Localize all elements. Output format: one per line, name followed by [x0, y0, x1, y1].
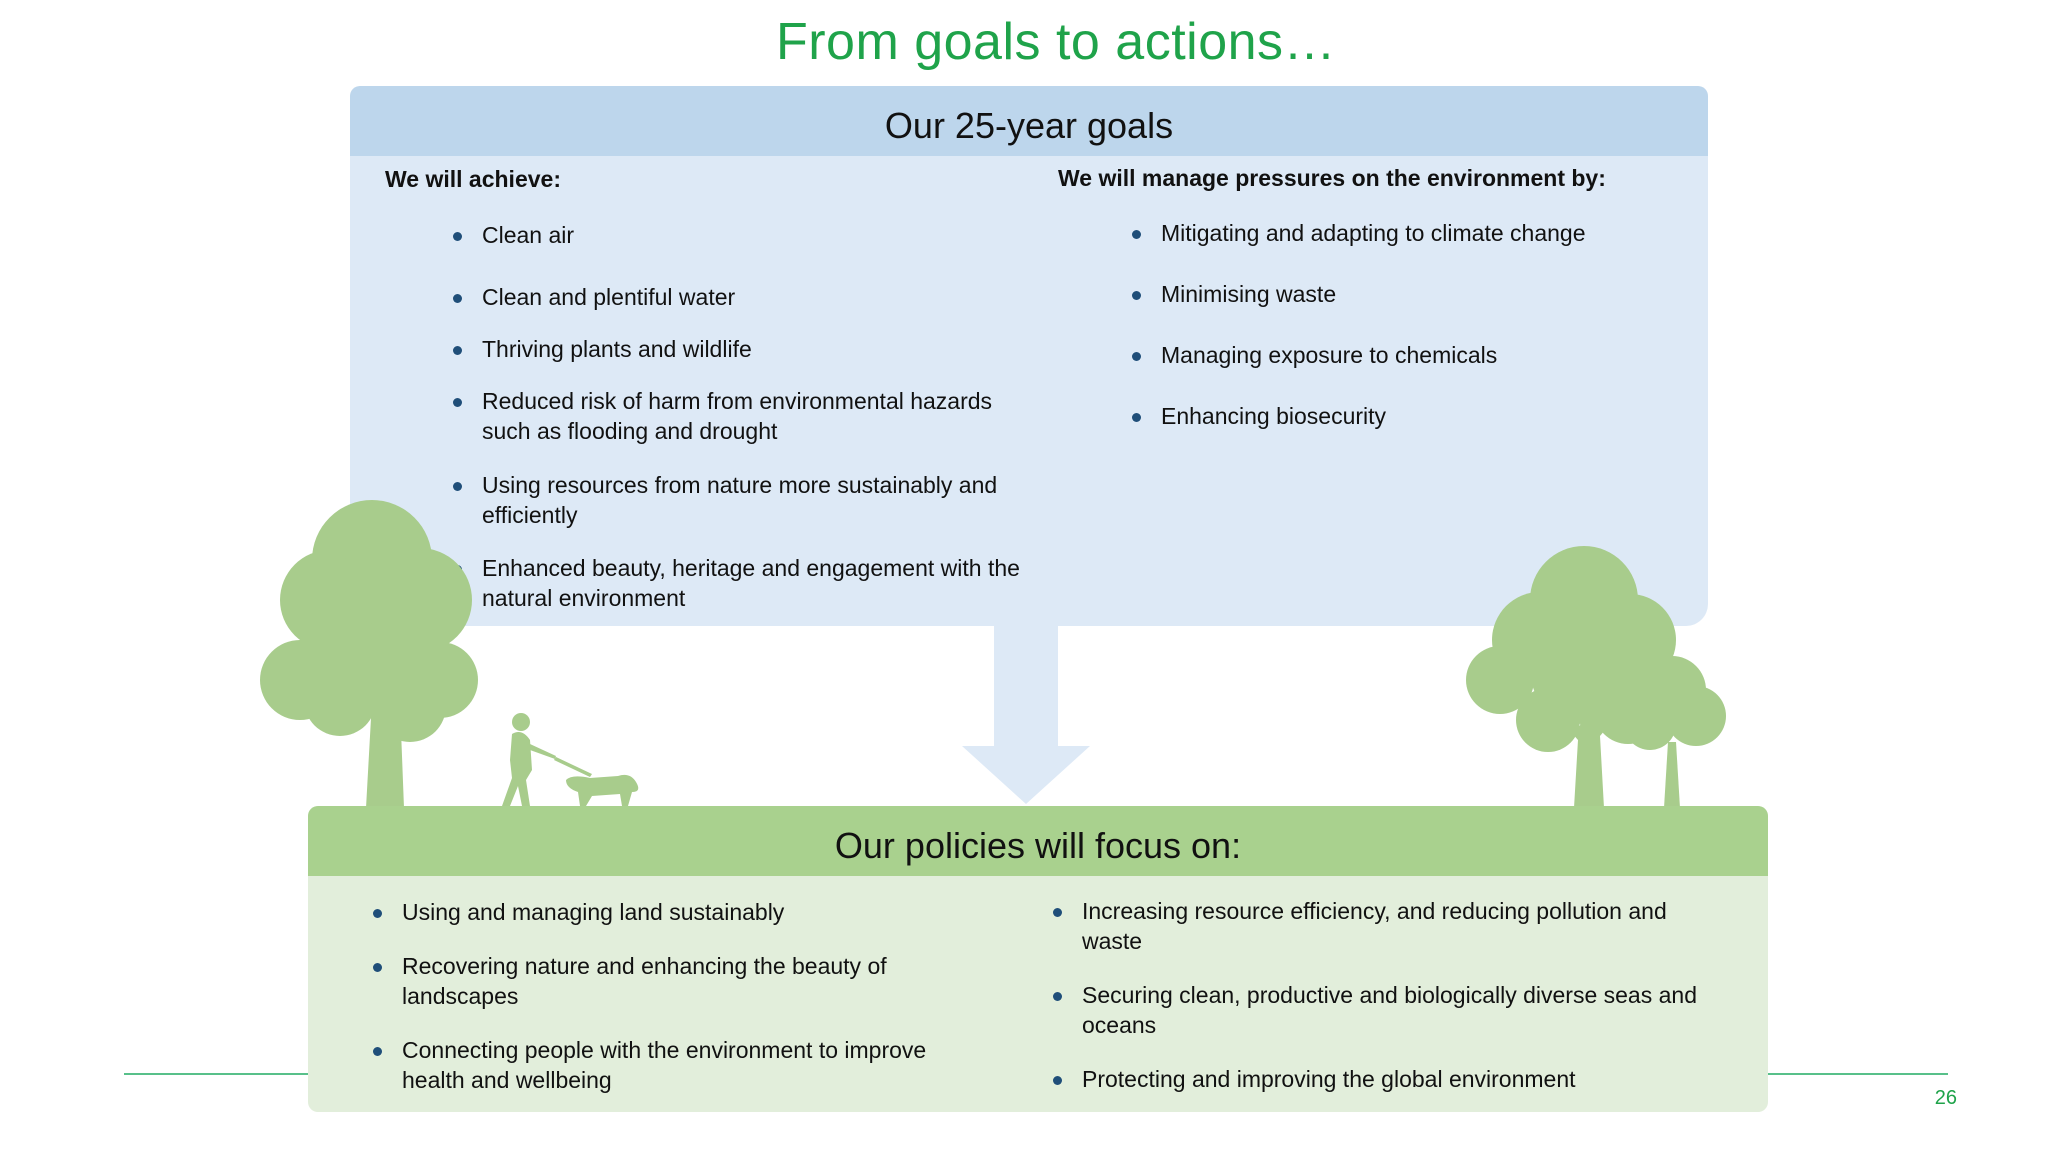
- policies-left-list: Using and managing land sustainably Reco…: [373, 897, 1022, 1095]
- tree-left-icon: [260, 500, 478, 808]
- tree-right-icon: [1466, 546, 1726, 808]
- pressures-list: Mitigating and adapting to climate chang…: [1132, 218, 1701, 431]
- footer-rule-left: [124, 1073, 310, 1075]
- pressures-item: Minimising waste: [1132, 279, 1701, 309]
- policy-item: Recovering nature and enhancing the beau…: [373, 951, 1022, 1011]
- goals-panel: [350, 86, 1708, 626]
- policy-item: Protecting and improving the global envi…: [1053, 1064, 1762, 1094]
- achieve-list: Clean air Clean and plentiful water Thri…: [453, 220, 1082, 613]
- person-walking-dog-icon: [502, 713, 639, 806]
- pressures-item: Managing exposure to chemicals: [1132, 340, 1701, 370]
- policy-item: Increasing resource efficiency, and redu…: [1053, 896, 1762, 956]
- achieve-item: Thriving plants and wildlife: [453, 334, 1082, 364]
- achieve-item: Reduced risk of harm from environmental …: [453, 386, 1082, 446]
- policies-header: Our policies will focus on:: [308, 806, 1768, 876]
- policies-right-list: Increasing resource efficiency, and redu…: [1053, 896, 1762, 1094]
- achieve-item: Clean and plentiful water: [453, 282, 1082, 312]
- pressures-item: Enhancing biosecurity: [1132, 401, 1701, 431]
- down-arrow-icon: [962, 626, 1090, 804]
- achieve-heading: We will achieve:: [385, 166, 561, 192]
- achieve-item: Using resources from nature more sustain…: [453, 470, 1082, 530]
- policy-item: Securing clean, productive and biologica…: [1053, 980, 1762, 1040]
- pressures-heading: We will manage pressures on the environm…: [1058, 165, 1606, 191]
- slide-title: From goals to actions…: [775, 13, 1337, 71]
- goals-header: Our 25-year goals: [350, 86, 1708, 156]
- page-number: 26: [1934, 1087, 1957, 1109]
- footer-rule-right: [1766, 1073, 1948, 1075]
- policy-item: Using and managing land sustainably: [373, 897, 1022, 927]
- policy-item: Connecting people with the environment t…: [373, 1035, 1022, 1095]
- achieve-item: Clean air: [453, 220, 1082, 250]
- pressures-item: Mitigating and adapting to climate chang…: [1132, 218, 1701, 248]
